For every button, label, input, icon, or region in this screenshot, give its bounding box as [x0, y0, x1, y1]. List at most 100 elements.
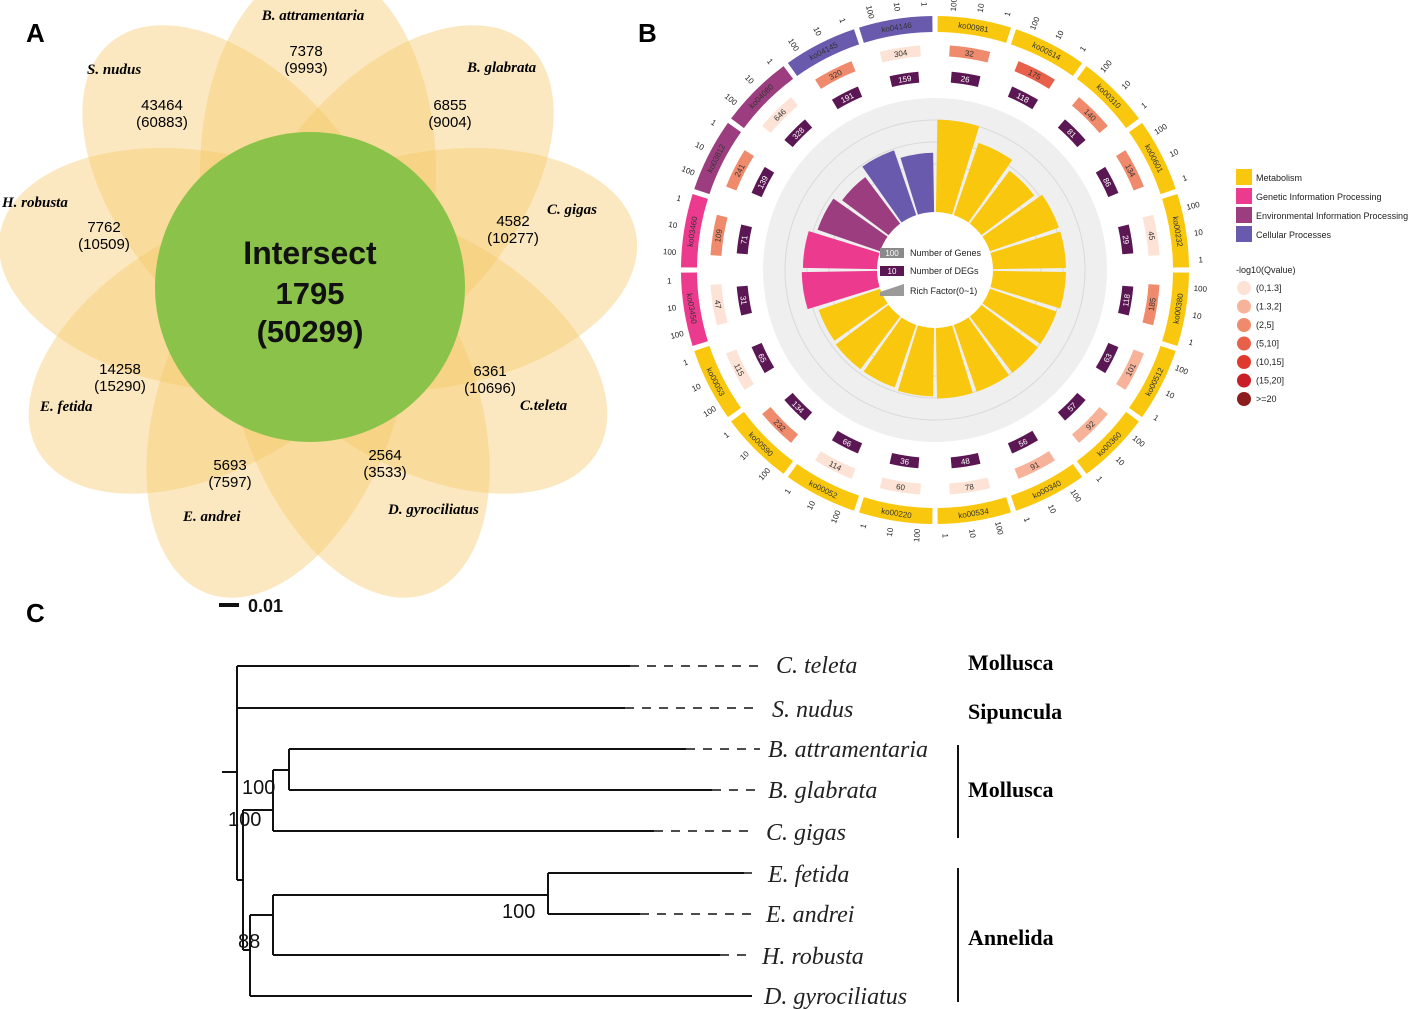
gene-count-bar: [1142, 214, 1160, 256]
axis-tick-label: 10: [1192, 311, 1203, 321]
axis-tick-label: 1: [722, 430, 732, 440]
axis-tick-label: 10: [1164, 389, 1177, 401]
axis-tick-label: 100: [1098, 58, 1114, 74]
gene-count-bar: [1014, 451, 1055, 479]
deg-count-label: 31: [738, 295, 748, 306]
bootstrap-value: 100: [502, 901, 535, 923]
venn-unique-count: 6361: [473, 363, 506, 380]
venn-unique-count: 2564: [368, 447, 401, 464]
pathway-segment: [937, 16, 1011, 43]
tip-label: C. gigas: [766, 820, 846, 846]
venn-unique-count: 14258: [99, 361, 141, 378]
axis-tick-label: 10: [690, 381, 702, 393]
gene-count-bar: [710, 214, 728, 256]
venn-species-label: C.teleta: [520, 398, 568, 414]
deg-count-bar: [950, 453, 981, 469]
axis-tick-label: 10: [805, 499, 817, 512]
pathway-segment: [937, 497, 1011, 524]
deg-count-bar: [889, 71, 920, 87]
genes-legend-value: 100: [885, 249, 899, 258]
qvalue-legend-dot: [1237, 336, 1251, 351]
deg-count-label: 66: [841, 437, 854, 449]
grid-ring: [828, 163, 1042, 377]
deg-count-bar: [784, 392, 813, 421]
category-legend-label: Cellular Processes: [1256, 230, 1332, 240]
qvalue-legend-dot: [1237, 392, 1251, 406]
category-legend-swatch: [1236, 226, 1252, 242]
venn-species-label: B. attramentaria: [261, 8, 365, 24]
axis-tick-label: 100: [1028, 15, 1042, 31]
axis-tick-label: 10: [667, 303, 678, 313]
qvalue-legend-label: (5,10]: [1256, 339, 1279, 349]
pathway-segment: [1010, 29, 1083, 76]
panel-letter-b: B: [638, 18, 657, 48]
qvalue-legend-dot: [1237, 318, 1251, 332]
rich-factor-bar: [817, 198, 888, 252]
deg-count-bar: [736, 285, 752, 316]
gene-count-label: 91: [1029, 460, 1042, 472]
venn-total-count: (10277): [487, 230, 539, 247]
clade-label: Annelida: [968, 925, 1054, 950]
tip-label: S. nudus: [772, 697, 853, 723]
pathway-segment: [859, 497, 933, 524]
venn-total-count: (10509): [78, 236, 130, 253]
gene-count-label: 47: [713, 299, 723, 310]
axis-tick-label: 10: [892, 2, 902, 13]
rich-factor-bar: [897, 325, 935, 397]
tip-label: E. fetida: [767, 862, 849, 888]
category-legend-swatch: [1236, 169, 1252, 185]
axis-tick-label: 10: [1054, 29, 1066, 42]
gene-count-label: 45: [1146, 231, 1156, 242]
rich-factor-bar: [801, 270, 880, 310]
axis-tick-label: 100: [1068, 488, 1083, 505]
pathway-segment: [681, 194, 708, 268]
venn-species-label: S. nudus: [87, 62, 141, 78]
grid-ring: [784, 119, 1086, 421]
tip-label: B. glabrata: [768, 778, 877, 804]
category-legend-label: Metabolism: [1256, 173, 1302, 183]
axis-tick-label: 1: [1140, 100, 1150, 110]
rich-factor-bar: [953, 317, 1009, 392]
deg-count-bar: [831, 86, 863, 110]
axis-tick-label: 1: [709, 118, 718, 128]
phylogenetic-tree: [222, 665, 959, 1002]
axis-tick-label: 10: [668, 220, 679, 230]
deg-count-bar: [736, 224, 752, 255]
deg-count-label: 71: [739, 234, 749, 245]
scale-bar-label: 0.01: [248, 596, 283, 616]
qvalue-legend-label: (0,1.3]: [1256, 283, 1282, 293]
bootstrap-value: 88: [238, 931, 260, 953]
gene-count-bar: [949, 45, 991, 63]
rich-factor-bar: [953, 142, 1013, 223]
rich-factor-bar: [990, 231, 1066, 270]
axis-tick-label: 100: [757, 466, 773, 482]
gene-count-bar: [762, 97, 799, 134]
axis-tick-label: 1: [1022, 516, 1032, 524]
deg-count-label: 63: [1102, 352, 1114, 365]
bootstrap-value: 100: [242, 777, 275, 799]
category-legend-label: Genetic Information Processing: [1256, 192, 1382, 202]
rich-factor-bar: [969, 304, 1038, 373]
axis-tick-label: 1: [783, 487, 793, 496]
axis-tick-label: 10: [976, 2, 986, 13]
venn-total-count: (10696): [464, 380, 516, 397]
circos-center: [877, 212, 993, 328]
venn-total-count: (7597): [208, 474, 251, 491]
deg-count-bar: [889, 453, 920, 469]
axis-tick-label: 100: [993, 521, 1005, 537]
gene-count-label: 32: [964, 49, 975, 59]
pathway-segment: [694, 345, 741, 418]
pathway-segment: [787, 464, 860, 511]
gene-count-bar: [1071, 406, 1108, 443]
deg-count-bar: [751, 342, 775, 374]
gene-count-bar: [879, 477, 921, 495]
axis-tick-label: 10: [885, 526, 895, 537]
venn-species-label: H. robusta: [1, 195, 68, 211]
axis-tick-label: 10: [743, 73, 756, 86]
rich-factor-bar: [982, 288, 1057, 344]
deg-count-bar: [784, 119, 813, 148]
gene-count-label: 185: [1147, 297, 1158, 312]
axis-tick-label: 10: [1120, 78, 1133, 91]
